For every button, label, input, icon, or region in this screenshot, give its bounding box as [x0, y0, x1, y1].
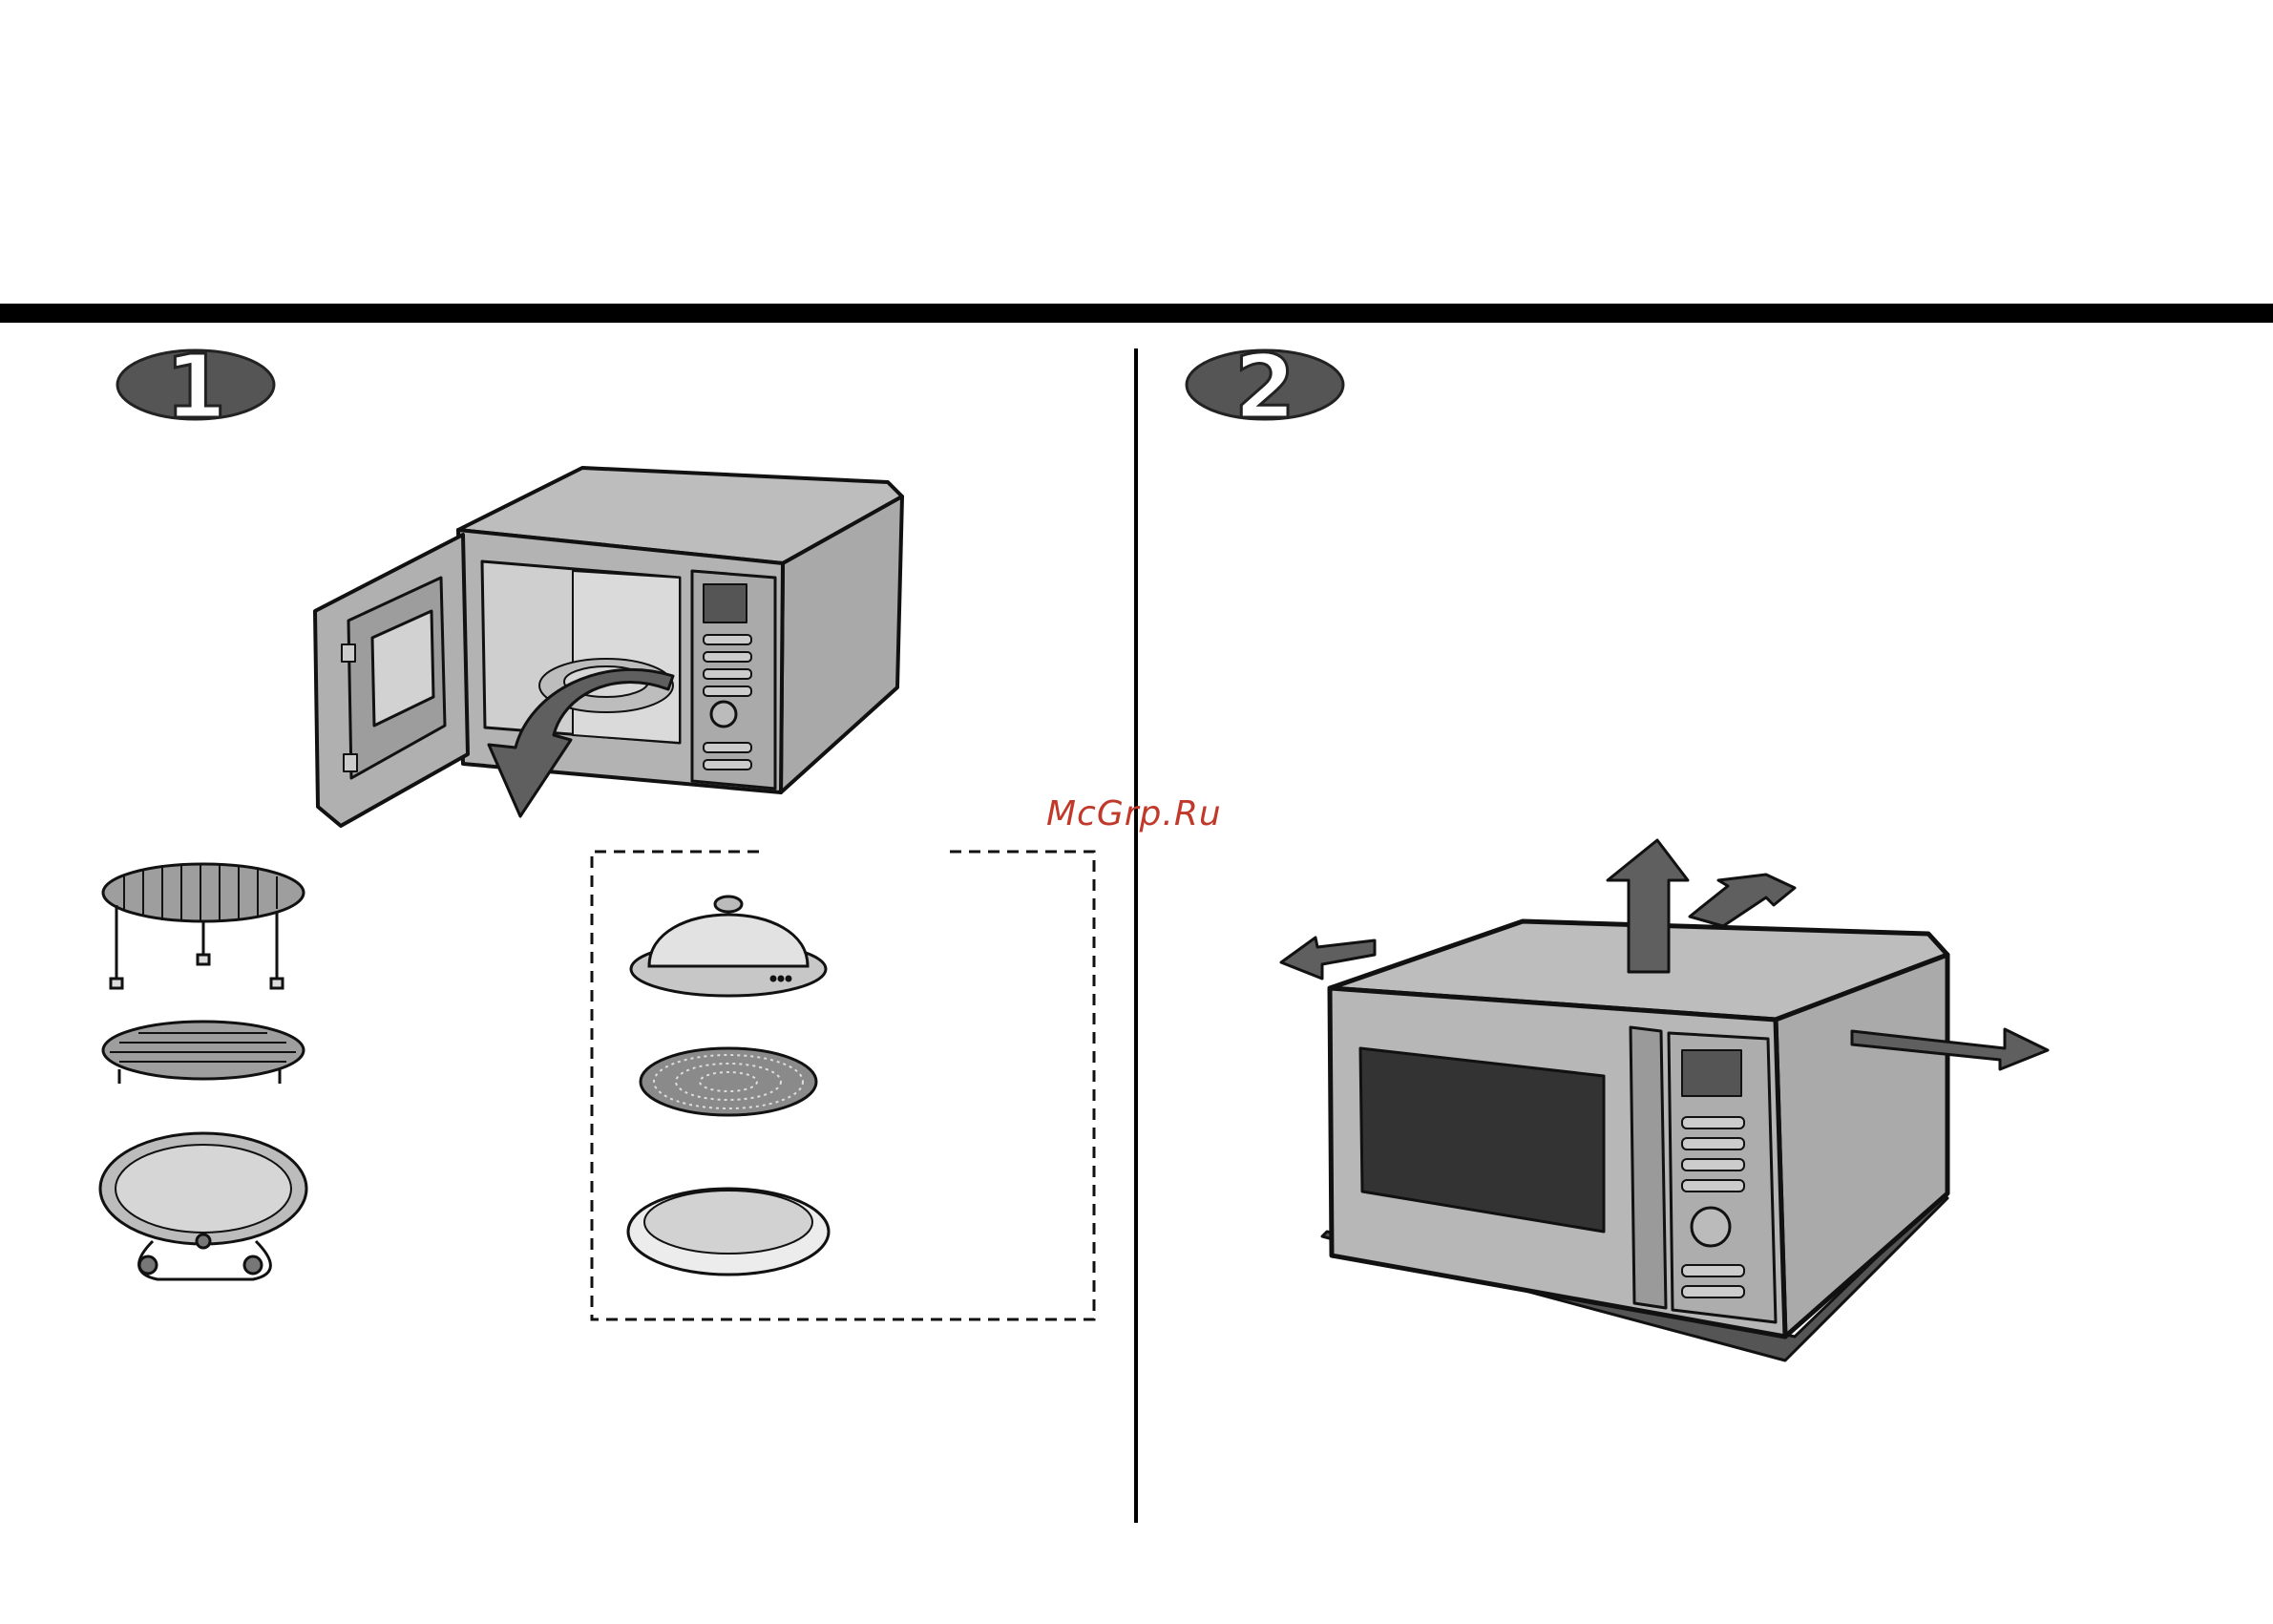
watermark-text: McGrp.Ru: [1046, 794, 1222, 833]
column-divider: [1134, 348, 1138, 1523]
header-rule: [0, 304, 2273, 323]
crisp-plate-icon: [641, 1048, 816, 1115]
turntable-tray-with-roller-ring-icon: [100, 1133, 306, 1279]
shallow-tray-icon: [628, 1189, 829, 1275]
high-rack-icon: [103, 864, 304, 988]
microwave-closed-illustration: [1322, 921, 1947, 1360]
domed-cover-icon: [631, 896, 826, 996]
back-arrow: [1690, 875, 1795, 926]
low-rack-icon: [103, 1022, 304, 1084]
step-2-number: 2: [1234, 336, 1295, 438]
step-2-badge: 2: [1187, 336, 1343, 438]
step-1-badge: 1: [117, 336, 274, 438]
step-1-number: 1: [165, 336, 226, 438]
microwave-open-door-illustration: [315, 468, 902, 826]
left-arrow: [1281, 938, 1375, 979]
